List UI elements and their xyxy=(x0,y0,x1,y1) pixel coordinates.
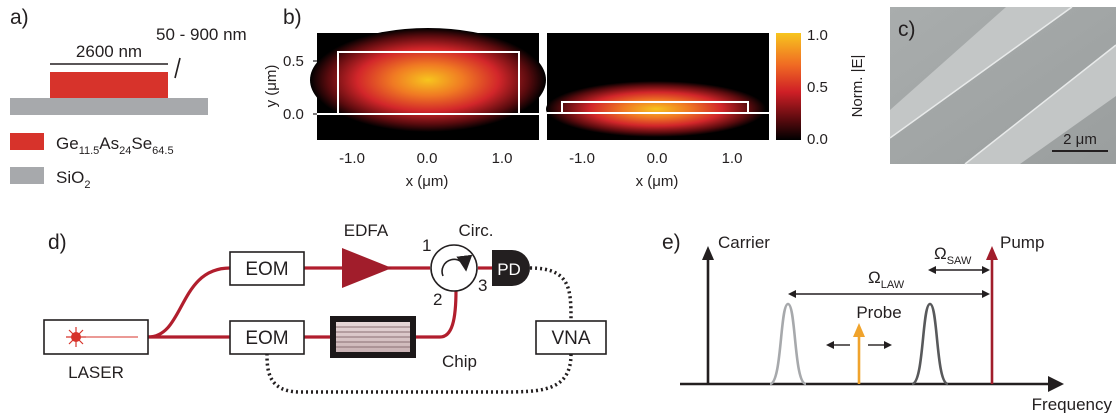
legend-sio2-label: SiO2 xyxy=(56,168,90,191)
port-3-label: 3 xyxy=(478,276,487,295)
width-label: 2600 nm xyxy=(76,42,142,61)
circulator-icon xyxy=(430,244,478,292)
colorbar-label: Norm. |E| xyxy=(849,55,866,118)
x-axis-label-right: x (μm) xyxy=(636,173,679,190)
xtick-left-1: 1.0 xyxy=(492,150,513,167)
sideband-left xyxy=(769,302,807,386)
xtick-right-neg1: -1.0 xyxy=(569,150,595,167)
legend-swatch-ges xyxy=(10,133,44,150)
frequency-axis-label: Frequency xyxy=(1032,395,1113,413)
panel-e-label: e) xyxy=(662,231,681,254)
panel-b-label: b) xyxy=(283,6,302,29)
panel-a: a) 2600 nm 50 - 900 nm Ge11.5As24Se64.5 … xyxy=(10,6,247,191)
xtick-right-1: 1.0 xyxy=(722,150,743,167)
pump-label: Pump xyxy=(1000,233,1044,252)
colorbar-tick-1: 1.0 xyxy=(807,27,828,44)
laser-icon xyxy=(66,327,138,347)
panel-c: c) 2 μm xyxy=(889,6,1117,165)
height-label: 50 - 900 nm xyxy=(156,25,247,44)
xtick-left-neg1: -1.0 xyxy=(339,150,365,167)
x-axis-label-left: x (μm) xyxy=(406,173,449,190)
ytick-0.0: 0.0 xyxy=(283,106,304,123)
panel-b: b) 0.5 0.0 y (μm) -1.0 0.0 1.0 x (μm) -1… xyxy=(263,6,866,190)
xtick-right-0: 0.0 xyxy=(647,150,668,167)
probe-label: Probe xyxy=(856,303,901,322)
edfa-label: EDFA xyxy=(344,221,389,240)
electrical-cables xyxy=(265,266,573,394)
legend-swatch-sio2 xyxy=(10,167,44,184)
panel-d: d) LASER xyxy=(43,221,607,394)
circulator-arrow-icon xyxy=(441,254,473,277)
eom-top-box xyxy=(229,251,305,286)
chip-waveguides xyxy=(336,326,410,348)
colorbar-tick-0.5: 0.5 xyxy=(807,79,828,96)
ytick-0.5: 0.5 xyxy=(283,53,304,70)
omega-saw-label: ΩSAW xyxy=(934,244,972,267)
scalebar-label: 2 μm xyxy=(1063,131,1097,148)
mode-profile-left xyxy=(310,28,546,132)
fiber-paths xyxy=(147,266,492,339)
edfa-amplifier-icon xyxy=(342,248,392,288)
panel-e: e) Frequency Carrier Probe Pump ΩLAW xyxy=(662,231,1113,414)
sideband-right xyxy=(911,302,949,386)
sio2-substrate xyxy=(10,98,208,115)
ges-waveguide xyxy=(50,72,168,98)
eom-bottom-box xyxy=(229,320,305,355)
port-1-label: 1 xyxy=(422,236,431,255)
probe-sweep-right-icon xyxy=(884,341,892,349)
panel-c-label: c) xyxy=(898,18,916,41)
chip-label: Chip xyxy=(442,352,477,371)
probe-arrowhead xyxy=(853,323,865,337)
eom-bottom-label: EOM xyxy=(245,328,288,349)
pd-label: PD xyxy=(497,260,521,279)
carrier-label: Carrier xyxy=(718,233,770,252)
frequency-axis-arrowhead xyxy=(1048,376,1064,392)
height-dimension-line xyxy=(174,57,181,79)
panel-d-label: d) xyxy=(48,231,67,254)
eom-top-label: EOM xyxy=(245,259,288,280)
legend-ges-label: Ge11.5As24Se64.5 xyxy=(56,134,174,157)
colorbar-tick-0: 0.0 xyxy=(807,131,828,148)
mode-profile-right xyxy=(546,81,766,137)
omega-law-label: ΩLAW xyxy=(868,268,905,291)
panel-a-label: a) xyxy=(10,6,29,29)
colorbar xyxy=(776,33,801,140)
y-axis-label: y (μm) xyxy=(263,65,280,108)
vna-label: VNA xyxy=(551,328,590,349)
laser-label: LASER xyxy=(68,363,124,382)
xtick-left-0: 0.0 xyxy=(417,150,438,167)
carrier-arrowhead xyxy=(702,246,714,260)
vna-box xyxy=(535,320,607,355)
pump-arrowhead xyxy=(986,246,998,260)
circ-label: Circ. xyxy=(459,221,494,240)
probe-sweep-left-icon xyxy=(826,341,834,349)
port-2-label: 2 xyxy=(433,290,442,309)
photodetector-icon xyxy=(492,250,530,286)
